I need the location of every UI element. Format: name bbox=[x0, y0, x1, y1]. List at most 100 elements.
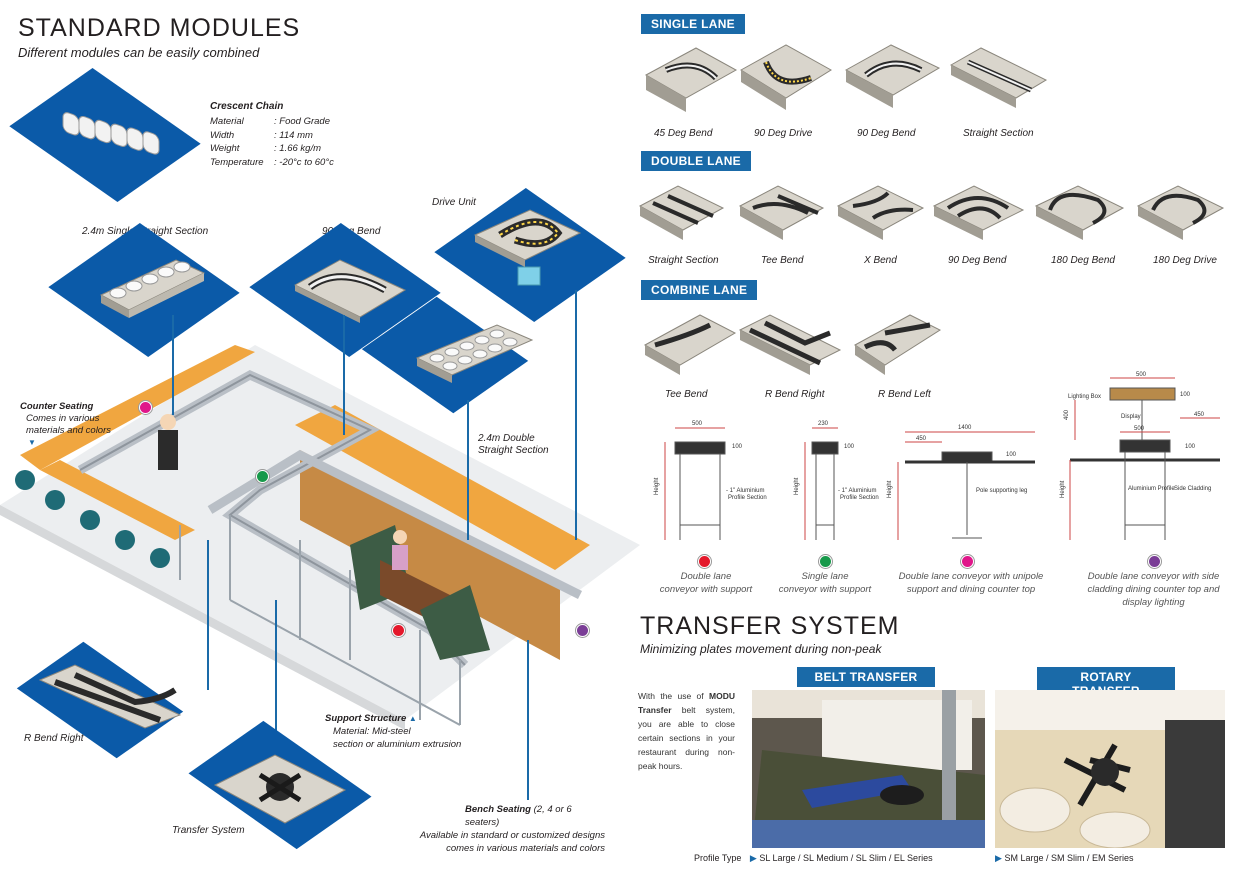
triangle-right-icon: ▶ bbox=[995, 853, 1002, 863]
dim-text: - 1" Aluminium bbox=[838, 488, 876, 494]
dim-text: 100 bbox=[1185, 444, 1196, 450]
rotary-profile-list: SM Large / SM Slim / EM Series bbox=[1004, 853, 1134, 863]
dim-text: 1400 bbox=[958, 425, 972, 431]
page-subtitle: Different modules can be easily combined bbox=[18, 45, 260, 60]
belt-profile-types: Profile Type ▶ SL Large / SL Medium / SL… bbox=[694, 853, 933, 864]
single-lane-item: 90 Deg Bend bbox=[857, 128, 916, 139]
restaurant-layout-illustration bbox=[0, 345, 640, 730]
single-straight-image bbox=[99, 259, 206, 318]
dim-text: 450 bbox=[916, 436, 927, 442]
double-lane-item: X Bend bbox=[864, 255, 897, 266]
belt-profile-list: SL Large / SL Medium / SL Slim / EL Seri… bbox=[759, 853, 933, 863]
dim-text: 500 bbox=[1134, 426, 1145, 432]
triangle-down-icon: ▼ bbox=[28, 438, 36, 447]
spec-row: Width: 114 mm bbox=[210, 129, 313, 141]
crescent-chain-image bbox=[62, 112, 160, 155]
label-r-bend-right: R Bend Right bbox=[24, 733, 84, 744]
dim-text: 100 bbox=[844, 444, 855, 450]
double-lane-tag: DOUBLE LANE bbox=[641, 151, 751, 171]
spec-row: Weight: 1.66 kg/m bbox=[210, 143, 321, 154]
transfer-system-image bbox=[213, 754, 347, 824]
combine-lane-item: R Bend Left bbox=[878, 389, 931, 400]
dim-text: Pole supporting leg bbox=[976, 488, 1027, 494]
dim-text: - 1" Aluminium bbox=[726, 488, 764, 494]
profile-type-label: Profile Type bbox=[694, 853, 742, 863]
bench-seating-desc: Available in standard or customized desi… bbox=[419, 830, 605, 841]
transfer-subtitle: Minimizing plates movement during non-pe… bbox=[640, 642, 882, 656]
bench-seating-sub: (2, 4 or 6 seaters) bbox=[465, 804, 572, 828]
rotary-profile-types: ▶ SM Large / SM Slim / EM Series bbox=[995, 853, 1133, 864]
triangle-right-icon: ▶ bbox=[749, 853, 757, 863]
spec-row: Material: Food Grade bbox=[210, 116, 330, 127]
belt-transfer-tag: BELT TRANSFER bbox=[797, 667, 935, 687]
dim-text: Height bbox=[654, 477, 660, 495]
leader-line bbox=[467, 400, 469, 540]
crescent-chain-specs: Crescent Chain Material: Food Grade Widt… bbox=[210, 101, 334, 169]
double-lane-modules bbox=[638, 185, 1225, 240]
single-lane-item: 90 Deg Drive bbox=[754, 128, 813, 139]
dim-text: 100 bbox=[732, 444, 743, 450]
combine-lane-modules bbox=[643, 314, 942, 375]
dim-text: Height bbox=[794, 477, 800, 495]
dim-text: Profile Section bbox=[840, 495, 879, 501]
marker-purple bbox=[576, 624, 589, 637]
marker-red bbox=[392, 624, 405, 637]
conveyor-section-drawings: 500 100 Height - 1" Aluminium Profile Se… bbox=[654, 372, 1220, 540]
dim-text: Height bbox=[1060, 480, 1066, 498]
legend-dot-purple bbox=[1148, 555, 1161, 568]
double-lane-item: Straight Section bbox=[648, 255, 719, 266]
label-transfer-system: Transfer System bbox=[172, 825, 245, 836]
dim-text: Profile Section bbox=[728, 495, 767, 501]
triangle-up-icon: ▲ bbox=[408, 714, 417, 723]
transfer-body: With the use of MODU Transfer belt syste… bbox=[638, 691, 735, 771]
bend90-image bbox=[293, 259, 407, 323]
combine-lane-item: Tee Bend bbox=[665, 389, 708, 400]
combine-lane-tag: COMBINE LANE bbox=[641, 280, 758, 300]
dim-text: 230 bbox=[818, 421, 829, 427]
dim-text: 400 bbox=[1064, 409, 1070, 420]
leader-line bbox=[172, 315, 174, 415]
legend-dot-magenta bbox=[961, 555, 974, 568]
dim-text: Display bbox=[1121, 414, 1141, 420]
page-title: STANDARD MODULES bbox=[18, 14, 301, 42]
marker-magenta bbox=[139, 401, 152, 414]
spec-row: Temperature: -20°c to 60°c bbox=[210, 156, 334, 168]
transfer-title: TRANSFER SYSTEM bbox=[640, 612, 900, 640]
legend-dot-red bbox=[698, 555, 711, 568]
leader-line bbox=[575, 290, 577, 540]
leader-line bbox=[527, 640, 529, 800]
support-structure-callout: Support Structure ▲ Material: Mid-steel … bbox=[325, 712, 461, 751]
dim-text: 100 bbox=[1006, 452, 1017, 458]
marker-green bbox=[256, 470, 269, 483]
dim-text: Height bbox=[887, 480, 893, 498]
dim-text: Side Cladding bbox=[1174, 486, 1211, 492]
leader-line bbox=[343, 315, 345, 435]
bench-seating-callout: Bench Seating (2, 4 or 6 seaters) Availa… bbox=[410, 803, 605, 855]
single-lane-tag: SINGLE LANE bbox=[641, 14, 745, 34]
leader-line bbox=[275, 600, 277, 745]
support-structure-desc: section or aluminium extrusion bbox=[333, 739, 462, 750]
dim-text: 100 bbox=[1180, 392, 1191, 398]
counter-seating-desc: Comes in various bbox=[26, 413, 100, 424]
counter-seating-title: Counter Seating bbox=[20, 401, 94, 412]
legend-dot-green bbox=[819, 555, 832, 568]
belt-transfer-photo bbox=[752, 690, 985, 848]
support-structure-title: Support Structure bbox=[325, 713, 407, 724]
double-lane-item: 180 Deg Drive bbox=[1153, 255, 1217, 266]
crescent-chain-title: Crescent Chain bbox=[210, 101, 284, 112]
double-lane-item: 180 Deg Bend bbox=[1051, 255, 1115, 266]
bench-seating-title: Bench Seating bbox=[465, 804, 531, 815]
rotary-transfer-photo bbox=[995, 690, 1225, 848]
r-bend-right-image bbox=[38, 664, 182, 729]
double-straight-image bbox=[415, 324, 534, 383]
combine-lane-item: R Bend Right bbox=[765, 389, 825, 400]
label-drive-unit: Drive Unit bbox=[432, 197, 476, 208]
single-lane-modules bbox=[644, 44, 1048, 112]
leader-line bbox=[207, 540, 209, 690]
single-lane-item: 45 Deg Bend bbox=[654, 128, 713, 139]
